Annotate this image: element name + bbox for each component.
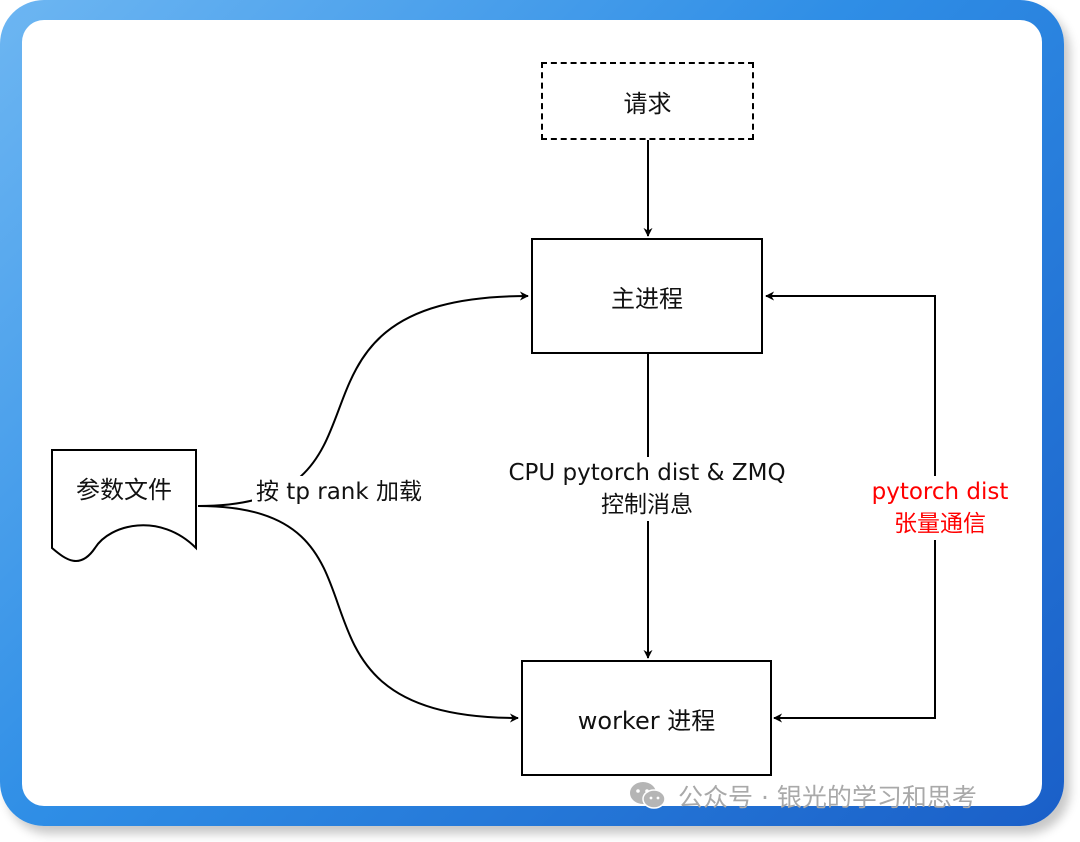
param-file-shape bbox=[51, 449, 197, 562]
arrow-param-to-worker bbox=[197, 505, 519, 723]
worker-process-node: worker 进程 bbox=[521, 660, 772, 776]
main-process-node: 主进程 bbox=[531, 238, 763, 354]
tensor-edge-label: pytorch dist 张量通信 bbox=[864, 476, 1016, 540]
control-edge-label-line1: CPU pytorch dist & ZMQ bbox=[508, 460, 786, 486]
param-file-label: 参数文件 bbox=[76, 476, 172, 504]
request-label: 请求 bbox=[623, 89, 672, 118]
watermark: 公众号 · 银光的学习和思考 bbox=[628, 778, 977, 814]
control-edge-label: CPU pytorch dist & ZMQ 控制消息 bbox=[488, 457, 806, 521]
request-node: 请求 bbox=[541, 62, 754, 140]
arrow-param-to-main bbox=[197, 291, 529, 507]
watermark-text: 公众号 · 银光的学习和思考 bbox=[678, 783, 977, 812]
control-edge-label-line2: 控制消息 bbox=[601, 492, 693, 518]
load-edge-label: 按 tp rank 加载 bbox=[252, 476, 426, 508]
worker-process-label: worker 进程 bbox=[577, 706, 716, 735]
wechat-icon bbox=[630, 782, 666, 809]
arrow-tensor-to-main bbox=[765, 291, 936, 492]
tensor-edge-label-line2: 张量通信 bbox=[894, 511, 986, 537]
main-process-label: 主进程 bbox=[611, 284, 683, 313]
arrow-tensor-to-worker bbox=[773, 530, 936, 723]
tensor-edge-label-line1: pytorch dist bbox=[871, 479, 1009, 505]
